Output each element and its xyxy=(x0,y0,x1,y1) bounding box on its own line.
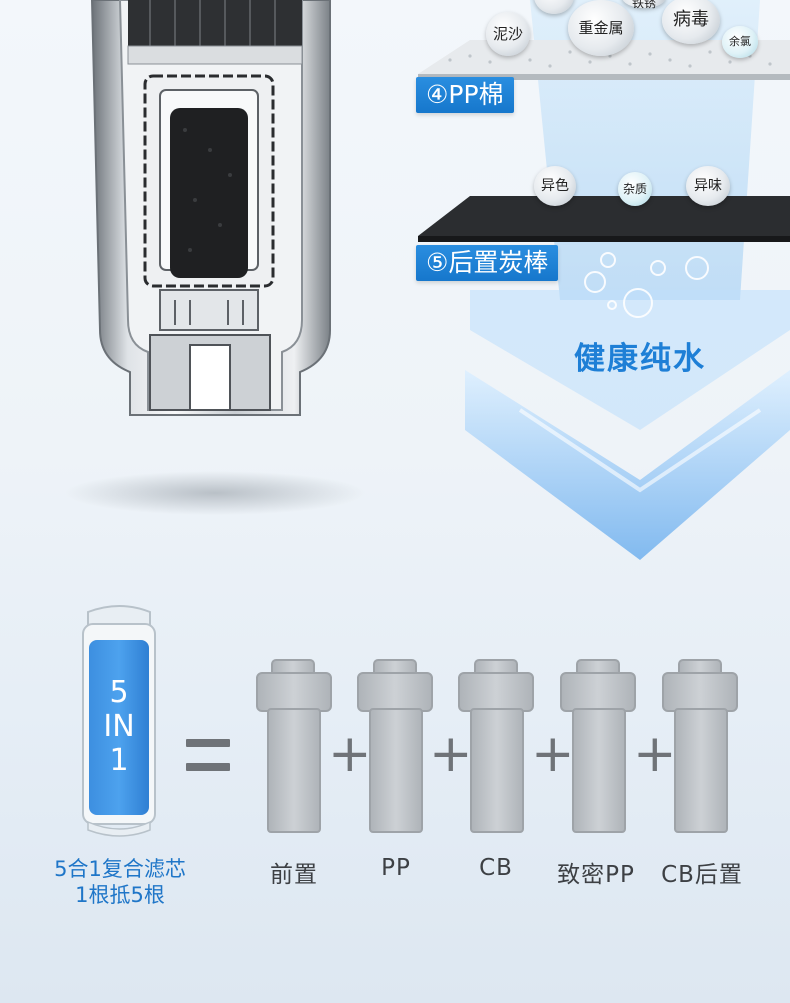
contaminant-bubble-partial xyxy=(534,0,574,14)
caption-line-2: 1根抵5根 xyxy=(75,883,165,907)
filter-components xyxy=(256,659,738,833)
contaminant-bubble-color: 异色 xyxy=(534,166,576,206)
plus-sign: + xyxy=(328,724,372,784)
filter-pre xyxy=(256,659,332,833)
badge-line: 5 xyxy=(109,675,129,710)
contaminant-bubble-rust: 铁锈 xyxy=(622,0,666,10)
badge-line: 1 xyxy=(109,743,129,778)
water-droplets xyxy=(584,252,709,318)
filter-label-cb-post: CB后置 xyxy=(661,862,743,888)
healthy-water-text: 健康纯水 xyxy=(574,341,706,377)
equals-sign xyxy=(186,735,230,777)
cartridge-cutaway xyxy=(65,0,365,515)
caption-line-1: 5合1复合滤芯 xyxy=(54,857,186,881)
filter-pp xyxy=(357,659,433,833)
contaminant-bubble-impurity: 杂质 xyxy=(618,172,652,206)
contaminant-bubble-heavy-metal: 重金属 xyxy=(568,0,634,56)
plus-sign: + xyxy=(429,724,473,784)
contaminant-label: 杂质 xyxy=(622,182,647,196)
plus-sign: + xyxy=(531,724,575,784)
contaminant-label: 重金属 xyxy=(578,19,624,37)
carbon-layer-tag: ⑤后置炭棒 xyxy=(416,245,559,281)
carbon-filter-layer xyxy=(418,196,790,242)
contaminant-label: 铁锈 xyxy=(631,0,656,10)
filter-label-pre: 前置 xyxy=(270,862,318,888)
five-in-one-cartridge xyxy=(82,605,156,837)
contaminant-label: 余氯 xyxy=(729,35,751,48)
contaminant-bubble-sand: 泥沙 xyxy=(486,12,530,56)
filter-label-cb: CB xyxy=(479,855,513,881)
five-in-one-badge: 5 IN 1 xyxy=(102,676,136,778)
contaminant-label: 泥沙 xyxy=(492,25,523,43)
pp-layer-tag: ④PP棉 xyxy=(416,77,514,113)
plus-sign: + xyxy=(633,724,677,784)
filter-label-dense-pp: 致密PP xyxy=(557,862,635,888)
contaminant-bubble-chlorine: 余氯 xyxy=(722,26,758,58)
five-in-one-caption: 5合1复合滤芯 1根抵5根 xyxy=(30,856,210,908)
filter-cb-post xyxy=(662,659,738,833)
contaminant-label: 病毒 xyxy=(673,9,709,30)
contaminant-label: 异味 xyxy=(694,178,722,194)
contaminant-bubble-odor: 异味 xyxy=(686,166,730,206)
filter-dense-pp xyxy=(560,659,636,833)
filter-cb xyxy=(458,659,534,833)
badge-line: IN xyxy=(103,709,135,744)
filter-label-pp: PP xyxy=(381,855,411,881)
contaminant-label: 异色 xyxy=(541,178,569,194)
contaminant-bubble-virus: 病毒 xyxy=(662,0,720,44)
